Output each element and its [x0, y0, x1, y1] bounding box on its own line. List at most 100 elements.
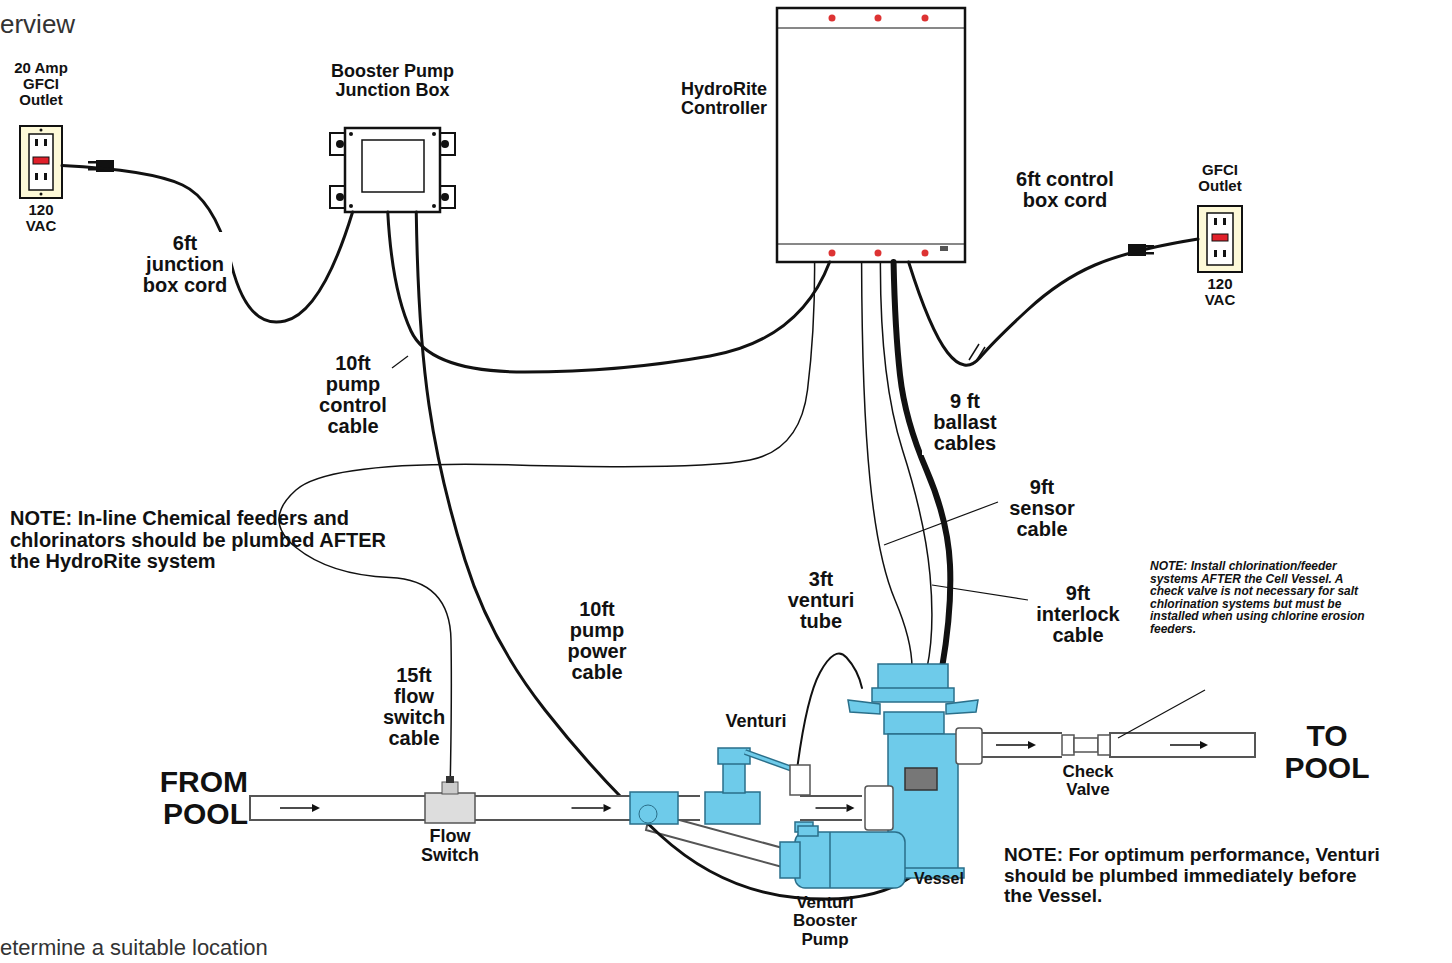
- cable-connector: [909, 239, 1198, 365]
- cable-connector: [279, 262, 815, 793]
- pipe: [312, 804, 320, 812]
- component-label: Venturi Booster Pump: [783, 894, 867, 949]
- plug: [88, 161, 97, 164]
- pipe: [1170, 744, 1200, 746]
- gfci-outlet: [40, 129, 43, 132]
- venturi: [705, 792, 760, 824]
- leader-line: [392, 356, 408, 368]
- pipe-bore: [800, 797, 862, 819]
- pipe-label: TO POOL: [1268, 720, 1386, 785]
- pipe: [1200, 741, 1208, 749]
- junction-box: [441, 193, 449, 201]
- junction-box: [349, 132, 353, 136]
- gfci-outlet: [1198, 206, 1242, 272]
- junction-box: [336, 193, 344, 201]
- controller: HydroRite Controller: [777, 8, 965, 262]
- cable-label: 10ft pump power cable: [560, 598, 634, 684]
- venturi: [723, 760, 745, 793]
- vessel: [946, 700, 978, 714]
- pipe-connector: [800, 804, 862, 812]
- cable-label: 9 ft ballast cables: [922, 390, 1008, 455]
- gfci-outlet: [1207, 213, 1233, 265]
- flow-arrow: [996, 744, 1028, 746]
- junction-box: Booster Pump Junction Box: [345, 128, 440, 212]
- controller: [777, 8, 965, 262]
- junction-box: [362, 140, 424, 192]
- pipe-label: FROM POOL: [128, 766, 248, 831]
- flow-switch: Flow Switch: [425, 793, 475, 823]
- junction-box: [330, 128, 455, 212]
- cable: [862, 262, 912, 668]
- note: NOTE: In-line Chemical feeders and chlor…: [10, 508, 408, 573]
- plug: [1145, 252, 1154, 255]
- controller: [922, 250, 929, 257]
- component-label: HydroRite Controller: [681, 80, 777, 119]
- component-label: Flow Switch: [417, 827, 483, 866]
- booster-pump: Venturi Booster Pump: [795, 828, 910, 890]
- venturi: [790, 765, 810, 795]
- gfci-outlet: [1223, 250, 1226, 257]
- cable-label: 10ft pump control cable: [316, 352, 390, 438]
- flow-arrow: [572, 807, 604, 809]
- cable-connector: [862, 262, 912, 668]
- cable-label: 6ft junction box cord: [138, 232, 232, 297]
- gfci-outlet: [1223, 218, 1226, 225]
- cable: [416, 212, 910, 899]
- component-label: 20 Amp GFCI Outlet: [8, 60, 74, 109]
- cable: [909, 239, 1198, 365]
- vessel: [878, 664, 948, 690]
- controller: [777, 8, 965, 262]
- component-label: 120 VAC: [20, 202, 62, 234]
- vessel: [865, 786, 893, 830]
- cable: [279, 262, 815, 793]
- junction-box: [336, 140, 344, 148]
- leader-line: [932, 585, 1028, 600]
- cable: [894, 262, 951, 668]
- controller: [829, 250, 836, 257]
- controller: [829, 15, 836, 22]
- booster-pump: [798, 826, 818, 836]
- cable-connector: [388, 212, 830, 372]
- junction-box: [345, 128, 440, 212]
- cable-label: 9ft interlock cable: [1028, 582, 1128, 647]
- venturi: [718, 748, 750, 764]
- pipe: [280, 807, 312, 809]
- gfci-outlet: [1212, 234, 1228, 241]
- cable-connector: [62, 166, 353, 322]
- booster-pump: [795, 832, 905, 888]
- page-text: etermine a suitable location: [0, 936, 400, 960]
- gfci-outlet: [1214, 218, 1217, 225]
- vessel: [905, 768, 937, 790]
- venturi: [705, 748, 813, 832]
- vessel: Vessel: [862, 668, 962, 868]
- page-heading: erview: [0, 10, 160, 38]
- gfci-outlet: [44, 173, 47, 180]
- venturi: [745, 752, 795, 770]
- vessel: [872, 688, 954, 702]
- cable-connector: [880, 262, 932, 668]
- gfci-outlet: [29, 134, 53, 190]
- controller: [777, 28, 965, 29]
- venturi: Venturi: [700, 786, 800, 830]
- flow-switch: [425, 776, 475, 823]
- arrowhead: [604, 804, 612, 812]
- coupling: [639, 805, 657, 823]
- gfci-outlet: GFCI Outlet120 VAC: [1198, 206, 1242, 272]
- controller: [922, 15, 929, 22]
- gfci-outlet: [1198, 206, 1242, 272]
- note: NOTE: Install chlorination/feeder system…: [1150, 560, 1365, 636]
- component-label: Vessel: [914, 870, 974, 887]
- component-label: 120 VAC: [1198, 276, 1242, 308]
- controller: [777, 244, 965, 245]
- check-valve: [1062, 735, 1074, 755]
- cable-label: 15ft flow switch cable: [381, 664, 447, 750]
- cable-label: 3ft venturi tube: [782, 568, 860, 633]
- gfci-outlet: [20, 126, 62, 198]
- vessel: [956, 728, 982, 764]
- controller: [875, 15, 882, 22]
- check-valve: [1062, 735, 1110, 755]
- cable-label: 6ft control box cord: [1010, 168, 1120, 212]
- coupling: [630, 792, 678, 824]
- check-valve: Check Valve: [1062, 733, 1110, 757]
